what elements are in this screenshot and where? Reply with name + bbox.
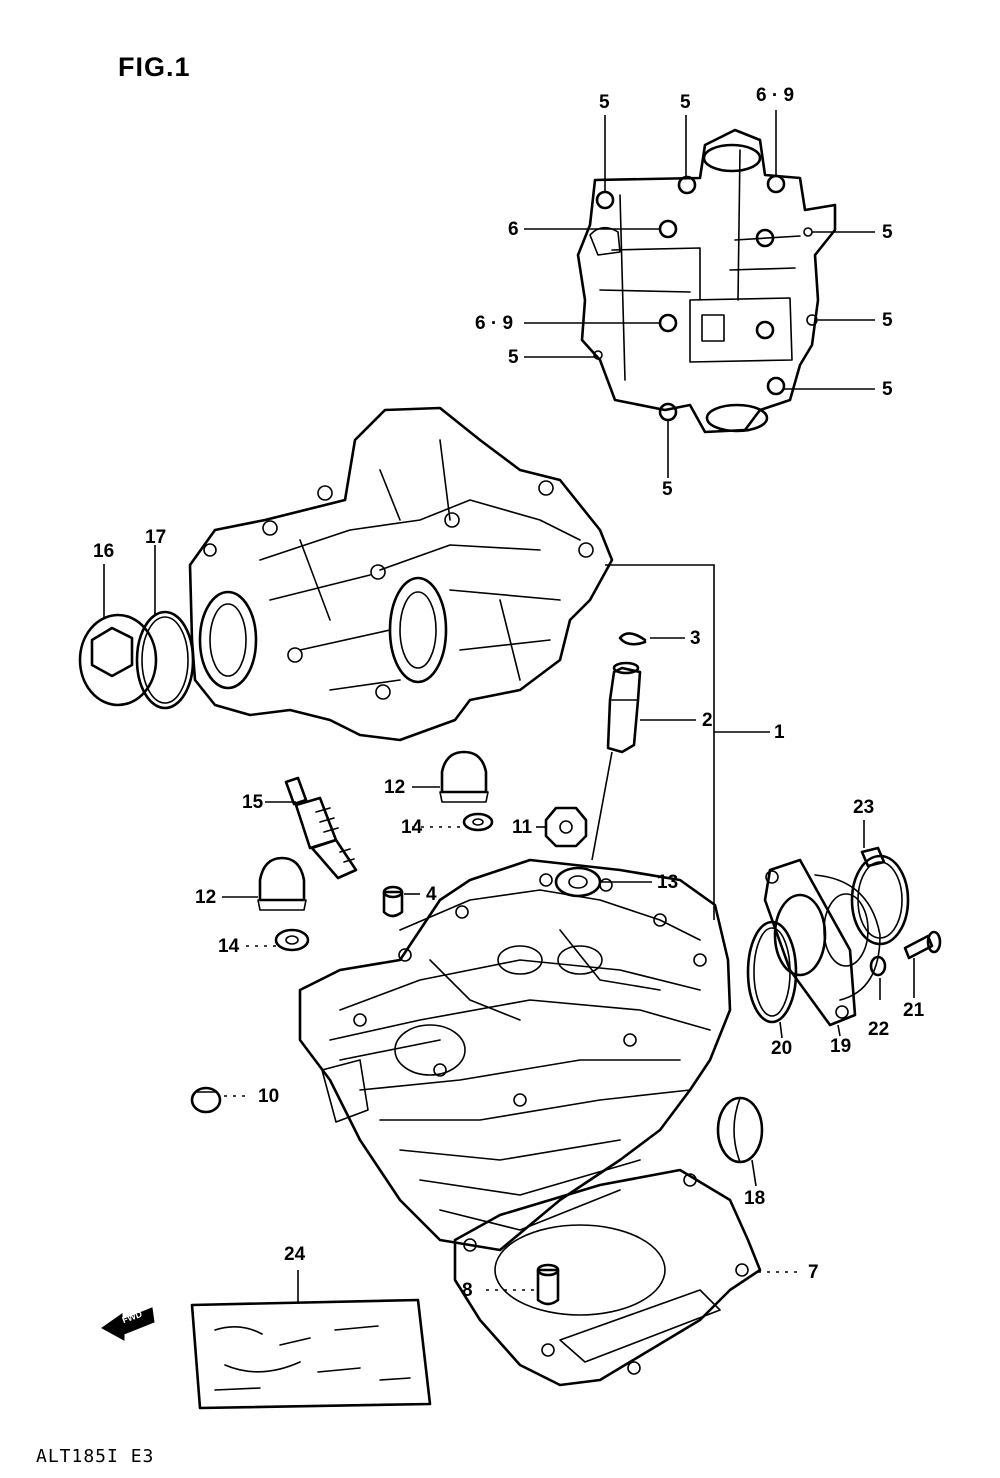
callout-22: 22 <box>868 1019 890 1040</box>
cover-bolt-holes <box>593 174 818 422</box>
cover-boss-holes <box>203 480 594 700</box>
callout-cover-bolt-5-b: 5 <box>680 92 691 113</box>
callout-cover-bolt-5-f: 5 <box>882 379 893 400</box>
dowel-pin-4 <box>382 885 404 918</box>
callout-cover-bolt-5-c: 5 <box>508 347 519 368</box>
washer-upper <box>462 812 494 832</box>
cap-nut-upper <box>439 750 489 803</box>
callout-17: 17 <box>145 527 167 548</box>
intake-o-ring <box>746 920 798 1024</box>
washer-13 <box>554 866 602 898</box>
cap-nut-lower <box>257 856 307 911</box>
forward-direction-arrow <box>101 1307 155 1341</box>
callout-1: 1 <box>774 722 785 743</box>
cylinder-head <box>298 858 732 1252</box>
assembly-bracket <box>605 564 715 920</box>
callout-15: 15 <box>242 792 264 813</box>
caution-label-plate <box>190 1298 432 1410</box>
callout-cover-bolt-6-9-a: 6 · 9 <box>756 85 795 106</box>
callout-2: 2 <box>702 710 713 731</box>
washer-22 <box>869 955 887 977</box>
callout-14-lower: 14 <box>218 936 240 957</box>
callout-cover-bolt-5-d: 5 <box>882 222 893 243</box>
cover-leader-lines <box>524 110 875 478</box>
callout-11: 11 <box>512 817 533 838</box>
callout-cover-bolt-5-e: 5 <box>882 310 893 331</box>
valve-guide <box>606 661 642 754</box>
callout-cover-bolt-6-9-b: 6 · 9 <box>475 313 514 334</box>
oil-filler-cap <box>78 613 158 707</box>
cap-o-ring <box>135 610 195 710</box>
side-cap-18 <box>716 1096 764 1164</box>
callout-23: 23 <box>853 797 875 818</box>
callout-12-upper: 12 <box>384 777 406 798</box>
callout-cover-bolt-6: 6 <box>508 219 519 240</box>
valve-guide-clip <box>618 632 647 646</box>
dowel-pin-8 <box>536 1263 560 1306</box>
callout-cover-bolt-5-a: 5 <box>599 92 610 113</box>
callout-12-lower: 12 <box>195 887 217 908</box>
callout-cover-bolt-5-g: 5 <box>662 479 673 500</box>
callout-24: 24 <box>284 1244 306 1265</box>
intake-pipe <box>763 858 881 1027</box>
callout-8: 8 <box>462 1280 473 1301</box>
plug-10 <box>190 1086 222 1114</box>
screw-21 <box>903 930 942 960</box>
callout-10: 10 <box>258 1086 280 1107</box>
callout-21: 21 <box>903 1000 925 1021</box>
head-cover-perspective <box>188 406 614 742</box>
spark-plug <box>284 776 358 880</box>
callout-14-upper: 14 <box>401 817 423 838</box>
head-cover-top-view <box>576 128 837 434</box>
washer-lower <box>274 928 310 952</box>
callout-13: 13 <box>657 872 679 893</box>
flange-nut <box>544 806 588 848</box>
callout-16: 16 <box>93 541 115 562</box>
hose-clamp <box>850 846 910 946</box>
callout-20: 20 <box>771 1038 793 1059</box>
callout-4: 4 <box>426 884 437 905</box>
callout-3: 3 <box>690 628 701 649</box>
diagram-reference-code: ALT185I E3 <box>36 1446 155 1467</box>
callout-19: 19 <box>830 1036 852 1057</box>
head-stud-holes <box>353 873 707 1107</box>
callout-18: 18 <box>744 1188 766 1209</box>
callout-7: 7 <box>808 1262 819 1283</box>
figure-title: FIG.1 <box>118 52 191 82</box>
cylinder-head-gasket <box>453 1168 762 1387</box>
